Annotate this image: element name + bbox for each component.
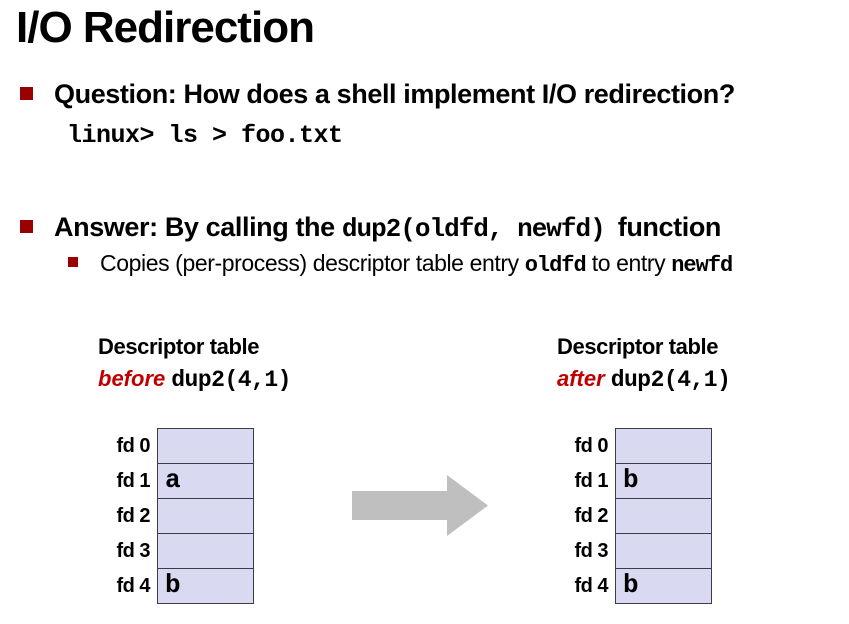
table-row: fd 3 [556, 533, 712, 569]
sub-bullet-square-icon [68, 257, 78, 267]
table-row: fd 2 [98, 498, 254, 534]
table-row: fd 2 [556, 498, 712, 534]
answer-heading-code: dup2(oldfd, newfd) [341, 214, 606, 244]
table-row: fd 1 a [98, 463, 254, 499]
question-line: Question: How does a shell implement I/O… [20, 78, 830, 111]
slide-title: I/O Redirection [16, 3, 315, 52]
fd-label: fd 1 [574, 470, 608, 492]
before-dup2-call: dup2(4,1) [171, 367, 291, 393]
fd-label: fd 4 [116, 575, 150, 597]
fd-label: fd 2 [116, 505, 150, 527]
descriptor-table-after: fd 0 fd 1 b fd 2 fd 3 fd 4 b [556, 428, 712, 604]
fd-cell [615, 428, 712, 464]
fd-cell [157, 498, 254, 534]
transition-arrow-icon [352, 474, 489, 537]
table-row: fd 3 [98, 533, 254, 569]
descriptor-table-before: fd 0 fd 1 a fd 2 fd 3 fd 4 b [98, 428, 254, 604]
table-row: fd 4 b [556, 568, 712, 604]
table-row: fd 0 [98, 428, 254, 464]
fd-cell [157, 428, 254, 464]
answer-line: Answer: By calling the dup2(oldfd, newfd… [20, 211, 840, 246]
answer-heading-prefix: Answer: By calling the [54, 212, 342, 242]
copies-note-line: Copies (per-process) descriptor table en… [68, 249, 843, 280]
before-qualifier: before [98, 366, 166, 391]
copies-note-oldfd: oldfd [524, 253, 587, 278]
fd-cell: b [157, 568, 254, 604]
fd-cell [157, 533, 254, 569]
bullet-square-icon [20, 87, 33, 100]
copies-note-prefix: Copies (per-process) descriptor table en… [100, 250, 525, 276]
after-qualifier: after [557, 366, 605, 391]
after-table-title: Descriptor table [557, 334, 719, 359]
copies-note: Copies (per-process) descriptor table en… [100, 249, 733, 280]
bullet-square-icon [20, 220, 33, 233]
copies-note-middle: to entry [585, 250, 672, 276]
fd-label: fd 4 [574, 575, 608, 597]
answer-heading-suffix: function [617, 212, 722, 242]
fd-label: fd 3 [574, 540, 608, 562]
fd-cell: b [615, 463, 712, 499]
fd-label: fd 0 [574, 435, 608, 457]
question-heading: Question: How does a shell implement I/O… [54, 79, 735, 109]
fd-cell [615, 498, 712, 534]
copies-note-newfd: newfd [671, 253, 733, 278]
after-dup2-call: dup2(4,1) [610, 367, 731, 393]
fd-label: fd 1 [116, 470, 150, 492]
fd-cell: b [615, 568, 712, 604]
table-row: fd 4 b [98, 568, 254, 604]
table-row: fd 0 [556, 428, 712, 464]
fd-label: fd 3 [116, 540, 150, 562]
fd-cell: a [157, 463, 254, 499]
answer-heading: Answer: By calling the dup2(oldfd, newfd… [54, 211, 721, 246]
fd-cell [615, 533, 712, 569]
before-table-title: Descriptor table [98, 334, 260, 359]
table-row: fd 1 b [556, 463, 712, 499]
fd-label: fd 0 [116, 435, 150, 457]
shell-command: linux> ls > foo.txt [67, 121, 343, 150]
fd-label: fd 2 [574, 505, 608, 527]
